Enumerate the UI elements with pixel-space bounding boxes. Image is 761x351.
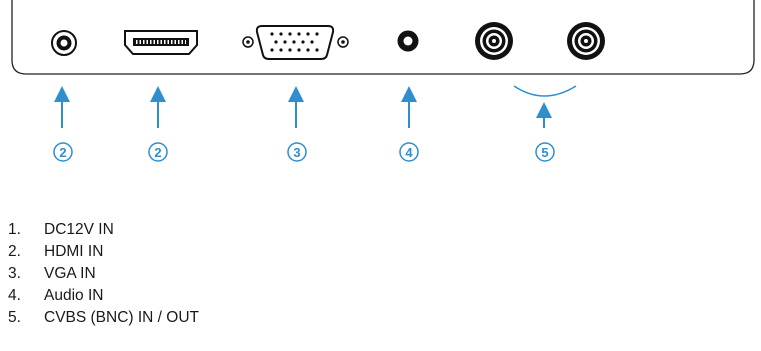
callout-number: 2 bbox=[154, 145, 161, 160]
bnc-connector-icon bbox=[567, 22, 605, 60]
legend-number: 2. bbox=[8, 243, 21, 260]
legend-number: 3. bbox=[8, 265, 21, 282]
bnc-group-bracket bbox=[513, 85, 577, 97]
hdmi-port-icon bbox=[124, 30, 198, 55]
legend-text: VGA IN bbox=[44, 265, 96, 282]
legend-item: 2. HDMI IN bbox=[8, 241, 199, 263]
legend-number: 5. bbox=[8, 309, 21, 326]
callout-badge: 2 bbox=[53, 142, 73, 162]
callout-badge: 5 bbox=[535, 142, 555, 162]
panel-outline bbox=[11, 0, 755, 75]
legend-number: 1. bbox=[8, 221, 21, 238]
legend-item: 3. VGA IN bbox=[8, 263, 199, 285]
callout-number: 2 bbox=[59, 145, 66, 160]
legend-item: 4. Audio IN bbox=[8, 285, 199, 307]
vga-port-icon bbox=[242, 25, 349, 60]
callout-number: 5 bbox=[541, 145, 548, 160]
connector-panel-diagram: 2 2 3 4 5 bbox=[11, 0, 755, 162]
legend-text: DC12V IN bbox=[44, 221, 114, 238]
callout-badge: 2 bbox=[148, 142, 168, 162]
legend-number: 4. bbox=[8, 287, 21, 304]
legend-item: 1. DC12V IN bbox=[8, 219, 199, 241]
callout-number: 3 bbox=[293, 145, 300, 160]
legend-text: CVBS (BNC) IN / OUT bbox=[44, 309, 200, 326]
legend-text: Audio IN bbox=[44, 287, 104, 304]
callout-badge: 3 bbox=[287, 142, 307, 162]
dc-jack-icon bbox=[51, 30, 77, 56]
legend-text: HDMI IN bbox=[44, 243, 104, 260]
callout-number: 4 bbox=[405, 145, 413, 160]
audio-jack-icon bbox=[397, 30, 419, 52]
callout-badge: 4 bbox=[399, 142, 419, 162]
bnc-connector-icon bbox=[475, 22, 513, 60]
connector-legend: 1. DC12V IN 2. HDMI IN 3. VGA IN 4. Audi… bbox=[8, 219, 199, 329]
legend-item: 5. CVBS (BNC) IN / OUT bbox=[8, 307, 199, 329]
